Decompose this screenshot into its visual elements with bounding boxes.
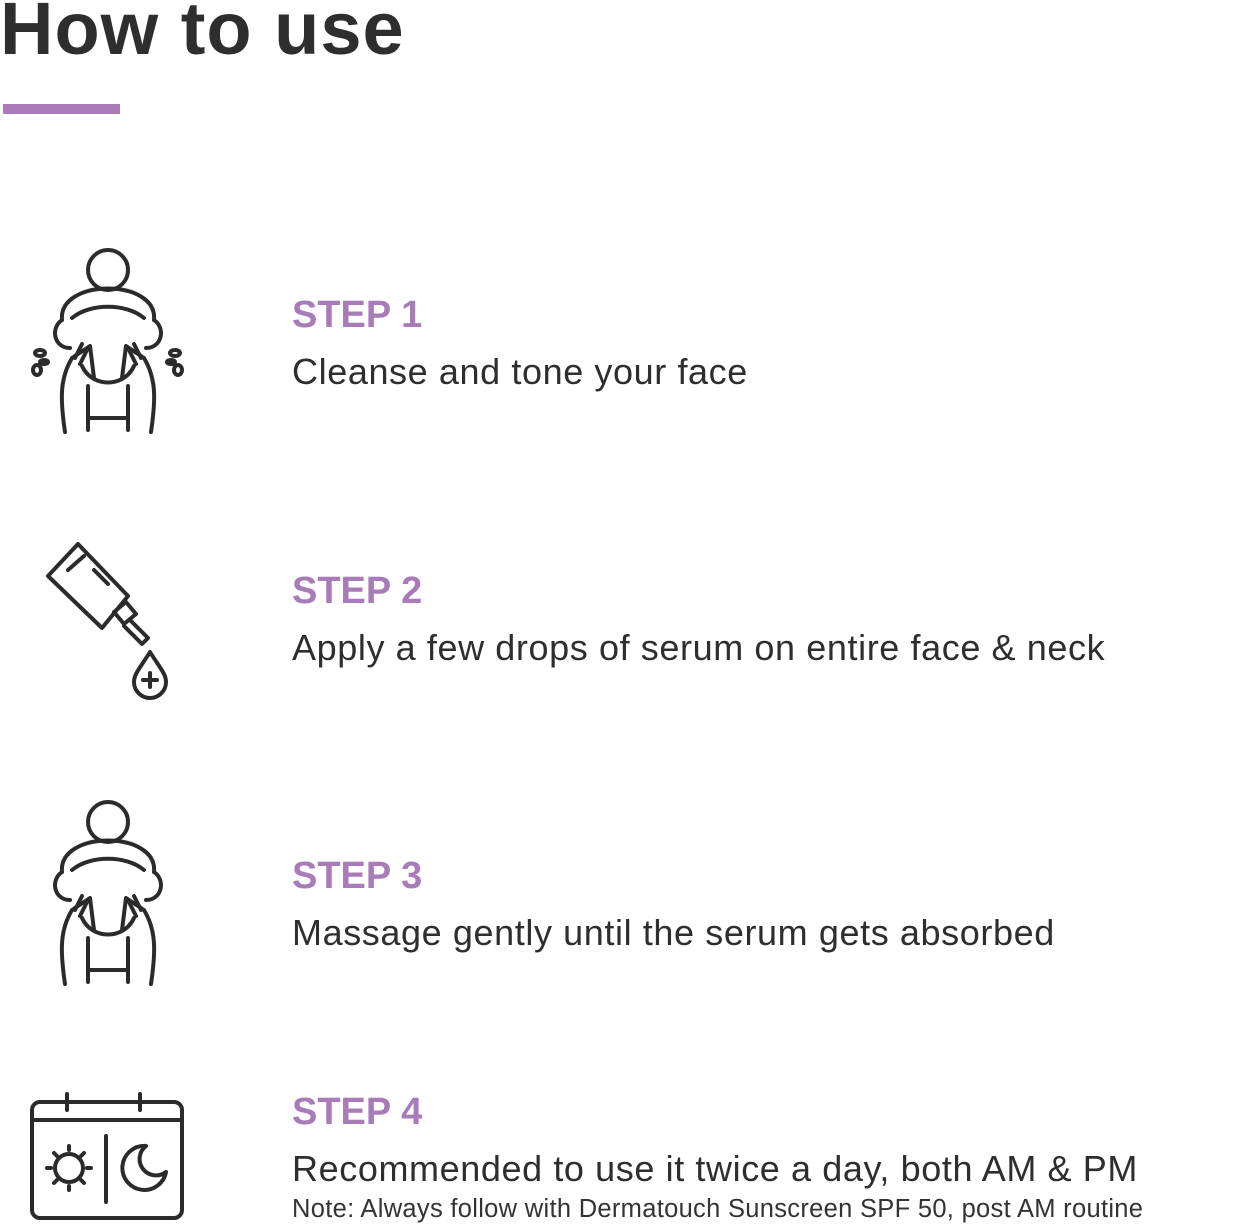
step-label: STEP 1 xyxy=(292,294,423,336)
step-4: STEP 4 Recommended to use it twice a day… xyxy=(292,1093,1143,1223)
step-note: Note: Always follow with Dermatouch Suns… xyxy=(292,1195,1144,1223)
step-label: STEP 4 xyxy=(292,1091,423,1133)
step-label: STEP 2 xyxy=(292,570,423,612)
face-wash-icon xyxy=(20,248,195,436)
step-text: Recommended to use it twice a day, both … xyxy=(292,1148,1138,1189)
step-label: STEP 3 xyxy=(292,855,423,897)
step-2: STEP 2 Apply a few drops of serum on ent… xyxy=(292,572,1105,666)
step-1: STEP 1 Cleanse and tone your face xyxy=(292,296,748,390)
page-title: How to use xyxy=(0,0,405,70)
face-massage-icon xyxy=(20,800,195,988)
step-3: STEP 3 Massage gently until the serum ge… xyxy=(292,857,1055,951)
calendar-day-night-icon xyxy=(28,1090,186,1222)
step-text: Apply a few drops of serum on entire fac… xyxy=(292,627,1106,668)
step-text: Cleanse and tone your face xyxy=(292,351,748,392)
step-text: Massage gently until the serum gets abso… xyxy=(292,912,1055,953)
serum-dropper-icon xyxy=(44,540,169,700)
title-underline xyxy=(3,104,120,114)
